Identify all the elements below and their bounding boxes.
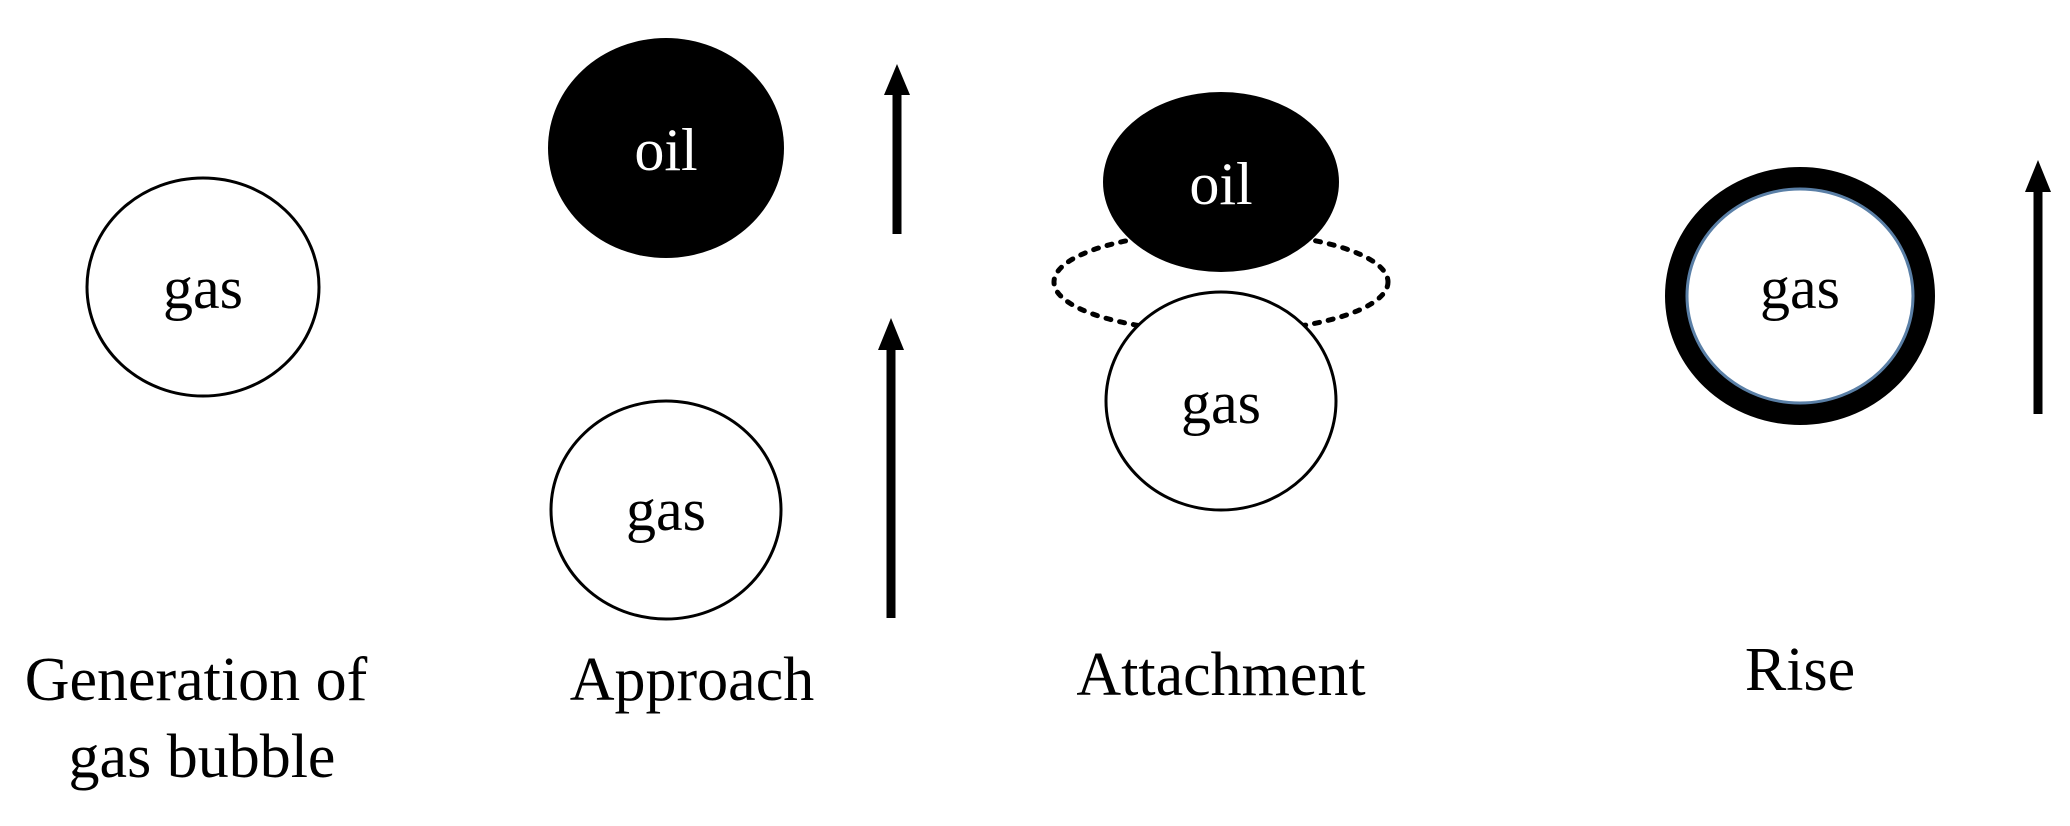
- bubble-rise-arrow: [878, 318, 904, 618]
- rise-arrow: [2025, 160, 2051, 414]
- stage-rise: gas Rise: [1665, 160, 2051, 704]
- oil-coated-gas-bubble: [1665, 167, 1935, 425]
- bubble-inner-ring: [1685, 187, 1915, 405]
- gas-bubble-label: gas: [626, 477, 706, 543]
- oil-droplet-label: oil: [634, 117, 697, 183]
- stage-caption-line-1: Generation of: [25, 646, 368, 714]
- gas-bubble: [549, 399, 783, 621]
- gas-bubble-label: gas: [1760, 255, 1840, 321]
- oil-droplet-label: oil: [1189, 151, 1252, 217]
- stage-caption-line-2: gas bubble: [69, 723, 336, 791]
- gas-bubble: [1104, 290, 1338, 512]
- oil-droplet: [548, 38, 784, 258]
- stage-attachment: oil gas Attachment: [1051, 92, 1391, 709]
- gas-bubble-label: gas: [163, 255, 243, 321]
- stage-generation: gas Generation of gas bubble: [25, 176, 368, 791]
- stage-caption: Rise: [1745, 636, 1855, 704]
- gas-bubble-label: gas: [1181, 370, 1261, 436]
- stage-caption: Approach: [570, 646, 814, 714]
- stage-caption: Attachment: [1076, 641, 1365, 709]
- stage-approach: oil gas Approach: [548, 38, 910, 714]
- oil-droplet: [1103, 92, 1339, 272]
- oil-rise-arrow: [884, 64, 910, 234]
- gas-bubble: [85, 176, 321, 398]
